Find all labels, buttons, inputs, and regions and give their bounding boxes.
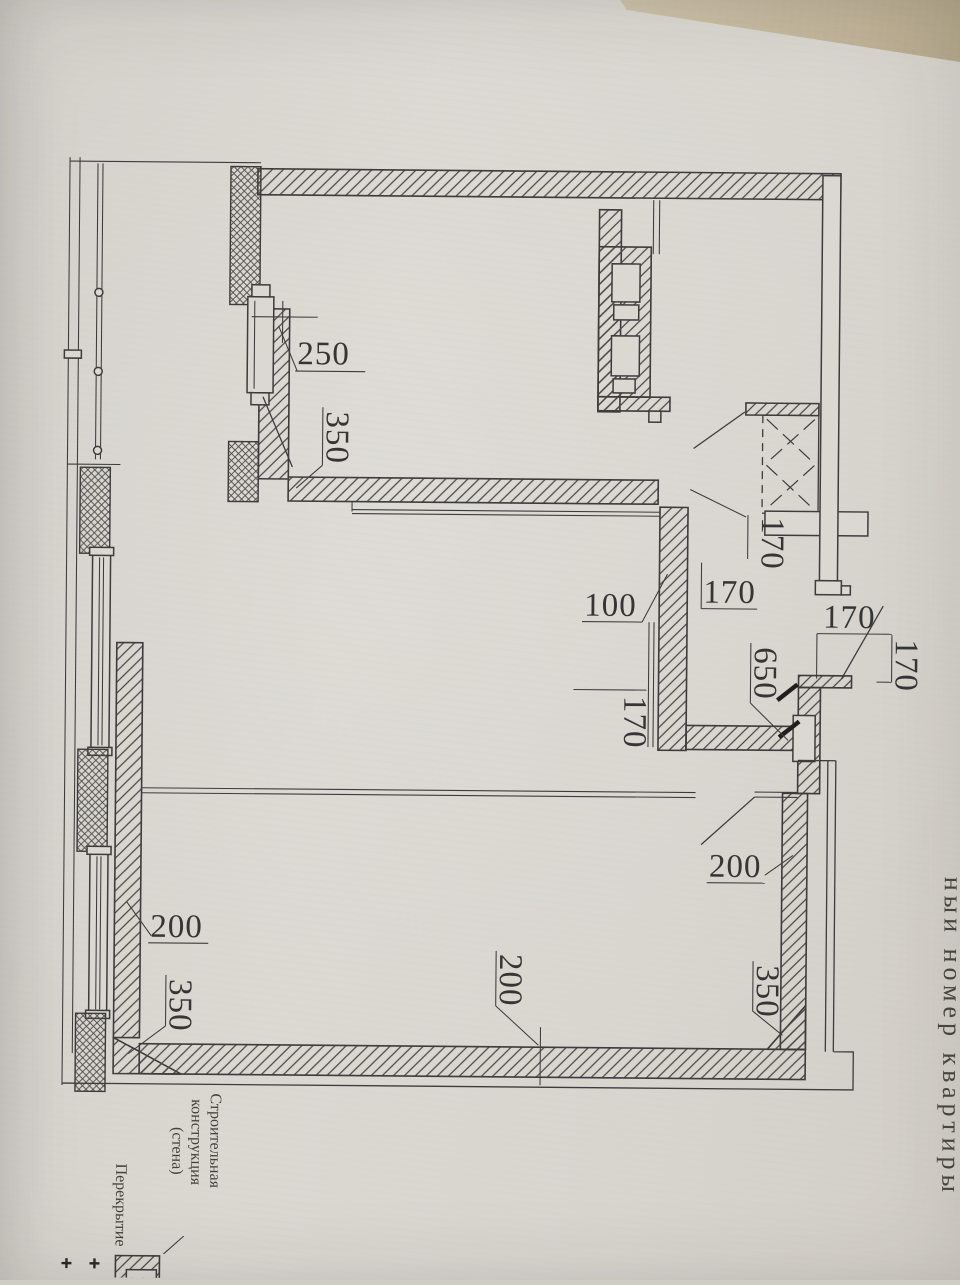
legend-slab-label: Перекрытие [112,1163,130,1246]
dim-left-window: 200 [150,909,203,945]
dim-mid-wall: 170 [616,696,652,749]
entrance-wall [780,605,883,1050]
dim-balcony-door: 250 [297,336,350,372]
bathroom-door-swing [694,412,745,449]
elevator-shaft [745,403,819,514]
legend-wall-line1: Строительная [206,1093,224,1188]
left-exterior-wall [75,467,114,1091]
margin-note: ный номер квартиры [936,877,960,1197]
dim-shaft-side: 170 [754,517,790,570]
room-door-swing [701,797,754,845]
room-partitions [141,500,800,846]
dim-entry-pier: 650 [746,647,782,700]
dim-bottom-left: 350 [161,979,197,1032]
legend-wall-line2: конструкция [187,1099,205,1186]
dim-corridor: 170 [703,575,756,611]
legend-wall-line3: (стена) [168,1127,185,1175]
dim-partition: 100 [584,588,637,624]
window [88,547,114,755]
dim-entry-side: 170 [887,639,923,692]
vent-shaft [598,200,672,423]
dim-right-wall: 200 [709,849,762,885]
top-wall [258,169,841,200]
threshold [798,675,851,687]
dim-entry-top: 170 [823,600,876,636]
window [86,846,112,1018]
insulation-block [228,441,259,501]
legend: Строительнаяконструкция(стена) Перекрыти… [61,1092,224,1285]
legend-wall-label: Строительнаяконструкция(стена) [168,1093,224,1189]
dim-bottom-wall: 200 [492,954,528,1007]
dim-bottom-right: 350 [749,965,785,1018]
legend-slab-symbol [61,1258,99,1268]
dim-top-wall: 350 [318,411,354,464]
